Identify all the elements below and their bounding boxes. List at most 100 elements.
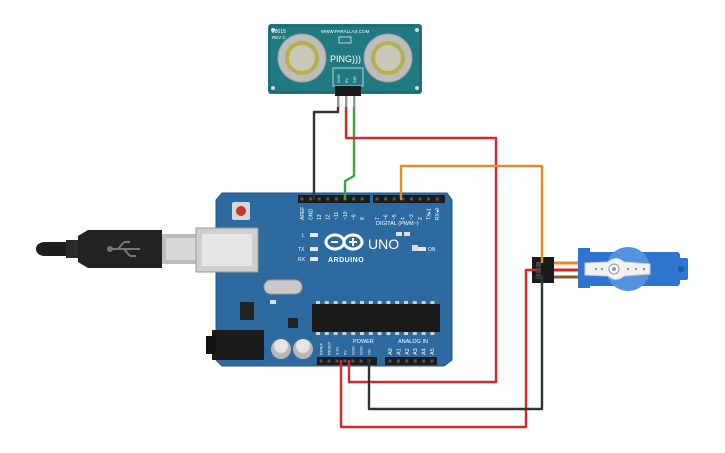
header-hole[interactable]: [319, 359, 323, 363]
power-pin-label: RESET: [327, 341, 332, 355]
power-pin-label: 5V: [343, 350, 348, 355]
ping-transducer-right: [363, 33, 413, 83]
crystal: [263, 279, 303, 295]
header-hole[interactable]: [335, 359, 339, 363]
usb-icon: [107, 241, 140, 257]
chip-pin: [360, 332, 364, 335]
digital-pin-label: ~3: [409, 214, 415, 220]
header-hole[interactable]: [309, 197, 313, 201]
analog-pin-label: A1: [396, 348, 402, 355]
on-label: ON: [428, 247, 436, 253]
header-hole[interactable]: [384, 197, 388, 201]
ping-ultrasonic-sensor[interactable]: 28015 REV C WWW.PARALLAX.COM PING))) GND…: [268, 24, 422, 108]
analog-pin-label: A0: [388, 348, 394, 355]
header-hole[interactable]: [317, 197, 321, 201]
digital-header-label: DIGITAL (PWM~): [376, 221, 419, 227]
header-hole[interactable]: [360, 197, 364, 201]
chip-pin: [430, 301, 435, 304]
wire-servo-ground[interactable]: [367, 275, 544, 411]
analog-pin-label: A4: [422, 348, 428, 355]
header-hole[interactable]: [427, 197, 431, 201]
digital-pin-label: 7: [375, 217, 381, 220]
chip-pin: [324, 332, 329, 335]
ping-url: WWW.PARALLAX.COM: [321, 29, 370, 34]
header-hole[interactable]: [326, 197, 330, 201]
header-hole[interactable]: [375, 197, 379, 201]
digital-pin-label: ~11: [334, 212, 340, 220]
header-hole[interactable]: [422, 359, 426, 363]
led-label-tx: TX: [298, 247, 305, 253]
chip-pin: [342, 332, 347, 335]
header-hole[interactable]: [334, 197, 338, 201]
chip-pin: [412, 332, 417, 335]
chip-pin: [421, 332, 426, 335]
header-hole[interactable]: [401, 197, 405, 201]
power-pin-label: 3.3V: [335, 346, 340, 355]
header-hole[interactable]: [351, 359, 355, 363]
chip-pin: [342, 301, 347, 304]
header-hole[interactable]: [405, 359, 409, 363]
digital-pin-label: 8: [360, 217, 366, 220]
chip-pin: [430, 332, 435, 335]
wire-sensor-5v[interactable]: [344, 106, 498, 384]
header-hole[interactable]: [388, 359, 392, 363]
wire-servo-signal[interactable]: [399, 164, 544, 264]
analog-pin-label: A2: [405, 348, 411, 355]
wire-sensor-gnd[interactable]: [312, 106, 340, 201]
chip-pin: [386, 332, 391, 335]
header-hole[interactable]: [409, 197, 413, 201]
chip-pin: [386, 301, 391, 304]
chip-pin: [324, 301, 329, 304]
power-pin-label: Vin: [367, 349, 372, 355]
header-hole[interactable]: [343, 359, 347, 363]
chip-pin: [351, 301, 356, 304]
header-hole[interactable]: [359, 359, 363, 363]
digital-header-left: [298, 195, 370, 203]
chip-pin: [377, 301, 382, 304]
board-leds: [310, 233, 426, 261]
header-hole[interactable]: [392, 197, 396, 201]
power-pin-label: IOREF: [319, 342, 324, 355]
chip-pin: [316, 332, 320, 335]
digital-pin-label: 12: [326, 214, 332, 220]
chip-pin: [395, 301, 400, 304]
header-hole[interactable]: [396, 359, 400, 363]
header-hole[interactable]: [352, 197, 356, 201]
reset-button[interactable]: [232, 202, 250, 220]
digital-pin-label: ~10: [343, 211, 349, 220]
header-hole[interactable]: [435, 197, 439, 201]
digital-pin-label: ~9: [351, 214, 357, 220]
digital-pin-label: 13: [317, 214, 323, 220]
atmega-chip: [312, 301, 440, 335]
chip-pin: [404, 332, 408, 335]
ping-pin-5v: 5V: [344, 78, 349, 83]
micro-servo[interactable]: [532, 247, 688, 291]
chip-pin: [421, 301, 426, 304]
ping-led: [338, 36, 352, 44]
digital-pin-label: GND: [308, 209, 314, 221]
wire-servo-power[interactable]: [339, 268, 538, 429]
chip-pin: [395, 332, 400, 335]
chip-pin: [377, 332, 382, 335]
power-header: [317, 357, 377, 365]
wires: [312, 106, 544, 429]
usb-cable[interactable]: [36, 230, 202, 268]
analog-pin-label: A5: [430, 348, 436, 355]
header-hole[interactable]: [300, 197, 304, 201]
digital-pin-label: RX◂0: [435, 208, 441, 220]
header-hole[interactable]: [327, 359, 331, 363]
header-hole[interactable]: [413, 359, 417, 363]
digital-pin-label: AREF: [300, 207, 306, 220]
digital-pin-label: ~5: [392, 214, 398, 220]
servo-horn[interactable]: [584, 258, 651, 280]
chip-pin: [316, 301, 320, 304]
header-hole[interactable]: [430, 359, 434, 363]
wire-sensor-signal[interactable]: [343, 106, 356, 201]
analog-header-label: ANALOG IN: [398, 339, 428, 345]
ping-name: PING))): [330, 54, 361, 64]
regulator: [240, 302, 254, 320]
power-header-label: POWER: [353, 339, 374, 345]
header-hole[interactable]: [418, 197, 422, 201]
